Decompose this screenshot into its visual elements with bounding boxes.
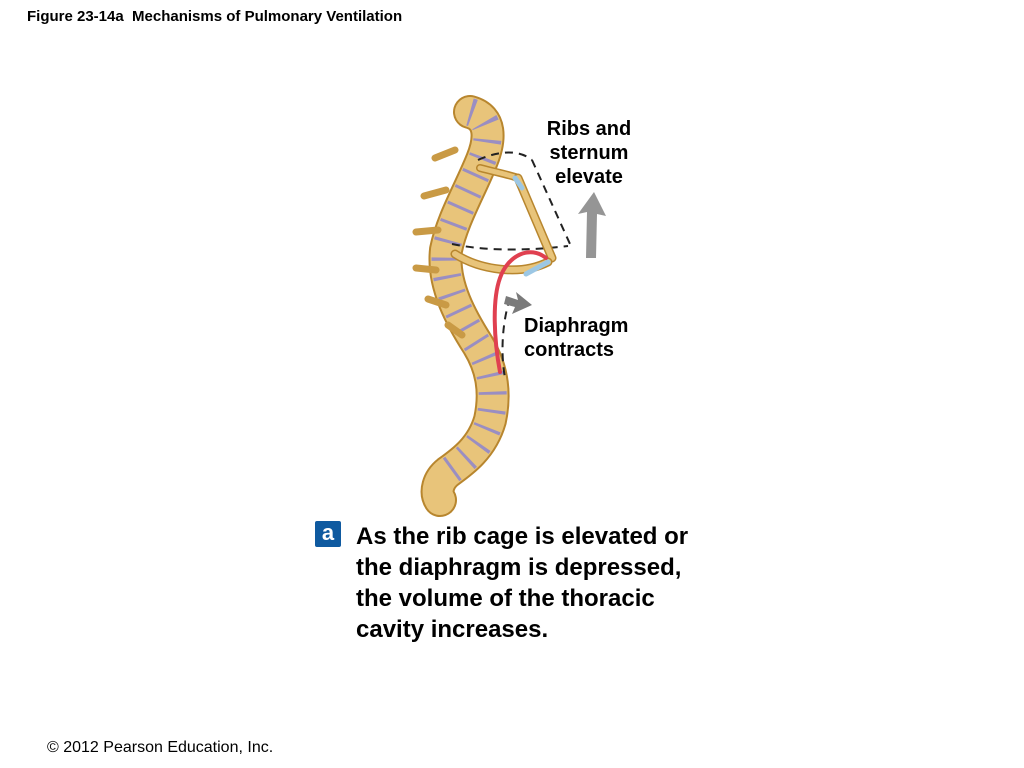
ribs-and-sternum	[450, 164, 557, 277]
caption-line: the diaphragm is depressed,	[356, 554, 682, 581]
diaphragm	[492, 250, 548, 374]
panel-caption: As the rib cage is elevated or the diaph…	[356, 521, 736, 645]
diaphragm-label-line: contracts	[524, 339, 615, 361]
diaphragm-down-arrow	[504, 292, 532, 314]
panel-letter-badge: a	[315, 521, 341, 547]
ribs-elevate-label: Ribs and sternum elevate	[522, 117, 656, 189]
caption-line: the volume of the thoracic	[356, 585, 655, 612]
ribs-label-line: sternum	[549, 142, 629, 164]
caption-line: As the rib cage is elevated or	[356, 523, 689, 550]
copyright-notice: © 2012 Pearson Education, Inc.	[47, 739, 274, 756]
ribs-label-line: elevate	[555, 166, 623, 188]
diaphragm-contracts-label: Diaphragm contracts	[524, 314, 664, 362]
figure-title: Figure 23-14a Mechanisms of Pulmonary Ve…	[27, 8, 403, 25]
caption-line: cavity increases.	[356, 616, 549, 643]
ribs-label-line: Ribs and	[546, 118, 632, 140]
diaphragm-label-line: Diaphragm	[524, 315, 629, 337]
ribs-up-arrow	[578, 192, 606, 258]
